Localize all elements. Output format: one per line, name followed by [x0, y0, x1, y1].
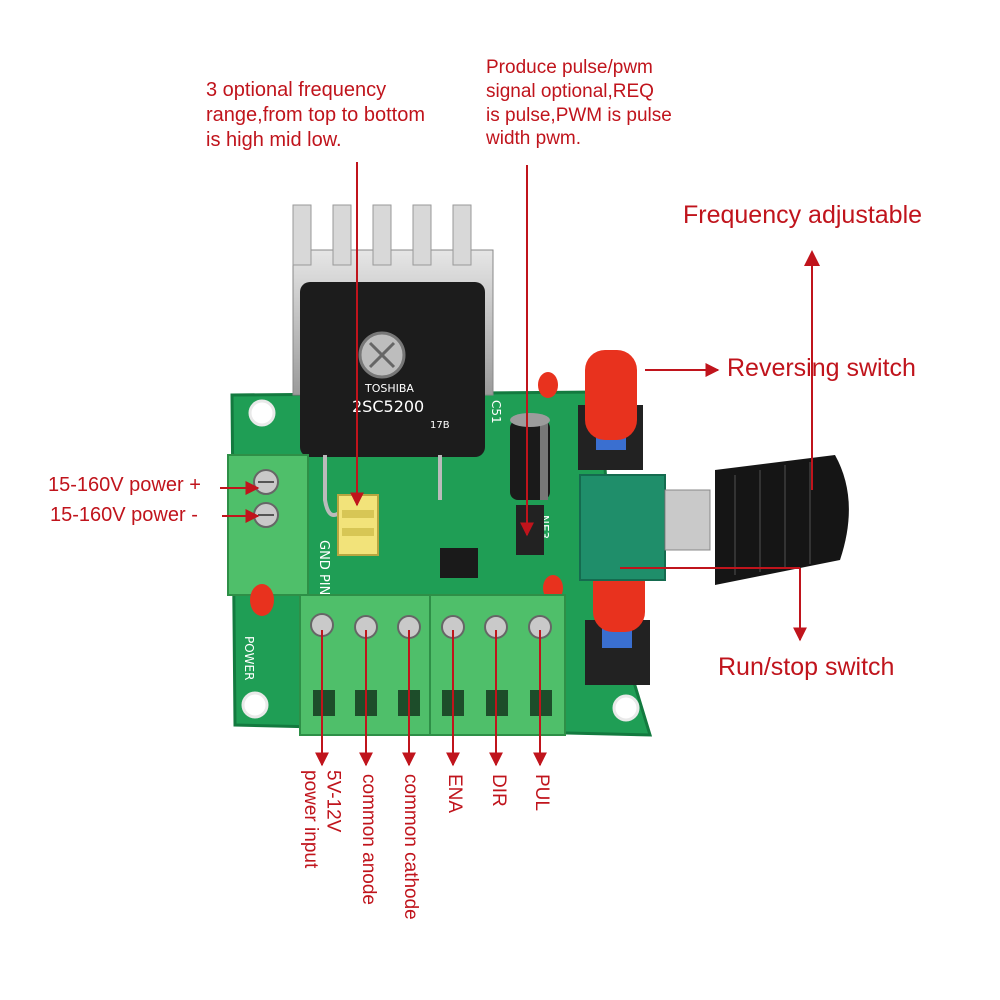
- mount-hole: [241, 691, 269, 719]
- electrolytic-capacitor: [510, 413, 550, 500]
- mount-hole: [248, 399, 276, 427]
- frequency-arrow-head: [804, 250, 820, 266]
- annotation-power-minus: 15-160V power -: [50, 504, 198, 526]
- power-transistor: TOSHIBA 2SC5200 17B: [300, 282, 485, 517]
- led-top: [538, 372, 558, 398]
- transistor-model: 2SC5200: [352, 397, 424, 416]
- annotation-line: range,from top to bottom: [206, 104, 426, 126]
- transistor-brand: TOSHIBA: [364, 382, 414, 395]
- annotation-line: width pwm.: [486, 128, 582, 150]
- led-power: [250, 584, 274, 616]
- terminal-label-ena: ENA: [443, 774, 465, 814]
- transistor-code: 17B: [430, 420, 450, 431]
- annotation-frequency-range: 3 optional frequency range,from top to b…: [206, 78, 425, 153]
- terminal-label-pul: PUL: [530, 774, 552, 811]
- annotation-line: signal optional,REQ: [486, 80, 654, 102]
- pwm-jumper-header: [516, 505, 544, 555]
- annotation-frequency-adjustable: Frequency adjustable: [683, 201, 923, 229]
- annotation-line: is pulse,PWM is pulse: [486, 104, 672, 126]
- potentiometer: [579, 455, 849, 585]
- power-terminal: [227, 454, 309, 596]
- terminal-label-dir: DIR: [487, 774, 509, 807]
- ic-chip: [440, 548, 478, 578]
- annotation-line: 3 optional frequency: [206, 79, 387, 101]
- annotation-reversing-switch: Reversing switch: [727, 354, 916, 382]
- annotation-arrows: [220, 162, 813, 767]
- silk-gnd-pin: GND PIN: [316, 540, 331, 595]
- annotation-pulse-pwm: Produce pulse/pwm signal optional,REQ is…: [486, 56, 672, 151]
- annotation-run-stop-switch: Run/stop switch: [718, 653, 895, 681]
- silk-power: POWER: [242, 636, 256, 680]
- silk-c51: C51: [489, 400, 503, 424]
- terminal-label-power-input: 5V-12V power input: [299, 770, 344, 869]
- mount-hole: [612, 694, 640, 722]
- annotation-line: is high mid low.: [206, 129, 342, 151]
- terminal-label-common-anode: common anode: [357, 774, 379, 905]
- terminal-label-common-cathode: common cathode: [399, 774, 421, 920]
- signal-terminal-block: [299, 594, 566, 736]
- annotation-line: Produce pulse/pwm: [486, 57, 653, 78]
- reversing-switch: [578, 350, 643, 470]
- annotation-power-plus: 15-160V power +: [48, 474, 201, 496]
